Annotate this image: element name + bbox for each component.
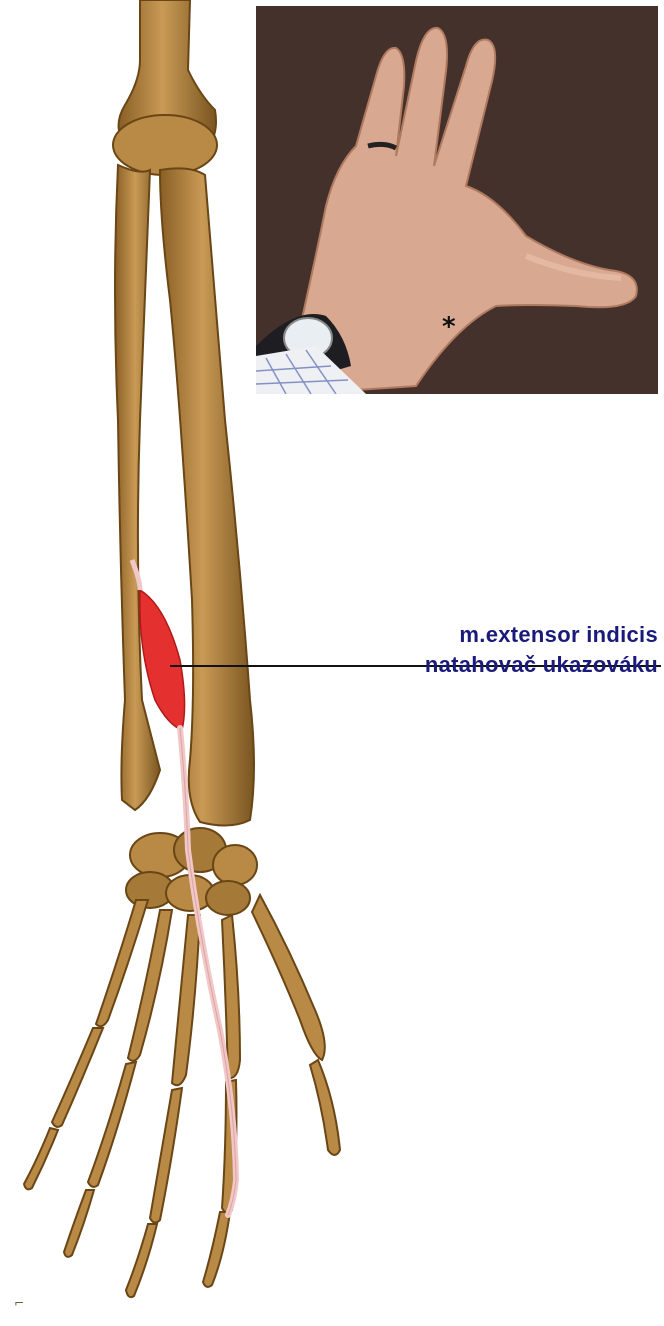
corner-glyph-icon: ⌐ [14,1296,24,1310]
ulna-bone [115,165,160,810]
czech-name-label: natahovač ukazováku [425,650,658,680]
hand-photo [256,6,658,394]
latin-name-label: m.extensor indicis [425,620,658,650]
radius-bone [160,168,254,825]
finger-bones [24,895,340,1297]
extensor-indicis-muscle [140,590,185,730]
photo-asterisk-marker: * [442,312,456,342]
elbow-joint [113,115,217,175]
muscle-label: m.extensor indicis natahovač ukazováku [425,620,658,680]
